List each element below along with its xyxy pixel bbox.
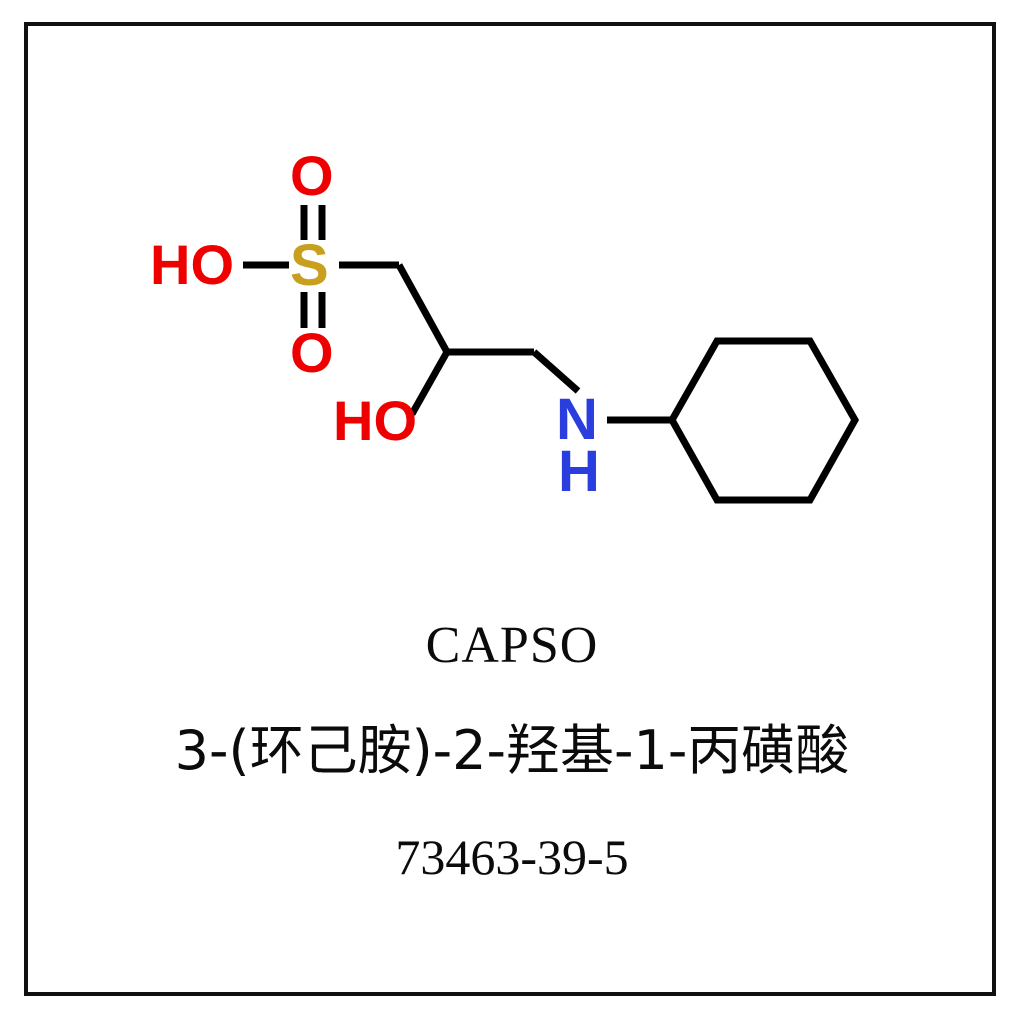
compound-chinese-name: 3-(环己胺)-2-羟基-1-丙磺酸 xyxy=(174,719,850,782)
atom-label-oxygen-top: O xyxy=(290,144,334,207)
atom-label-amine-hydrogen: H xyxy=(558,439,600,504)
atom-label-sulfur: S xyxy=(290,233,329,298)
caption-block: CAPSO 3-(环己胺)-2-羟基-1-丙磺酸 73463-39-5 xyxy=(40,617,984,885)
card-border-frame xyxy=(24,22,996,996)
compound-abbreviation: CAPSO xyxy=(425,617,599,674)
atom-label-oxygen-bottom: O xyxy=(290,321,334,384)
atom-label-nitrogen: N xyxy=(556,387,598,452)
atom-label-hydroxyl: HO xyxy=(333,389,417,452)
cas-registry-number: 73463-39-5 xyxy=(395,829,629,885)
atom-label-sulfonic-hydroxyl: HO xyxy=(150,233,234,296)
